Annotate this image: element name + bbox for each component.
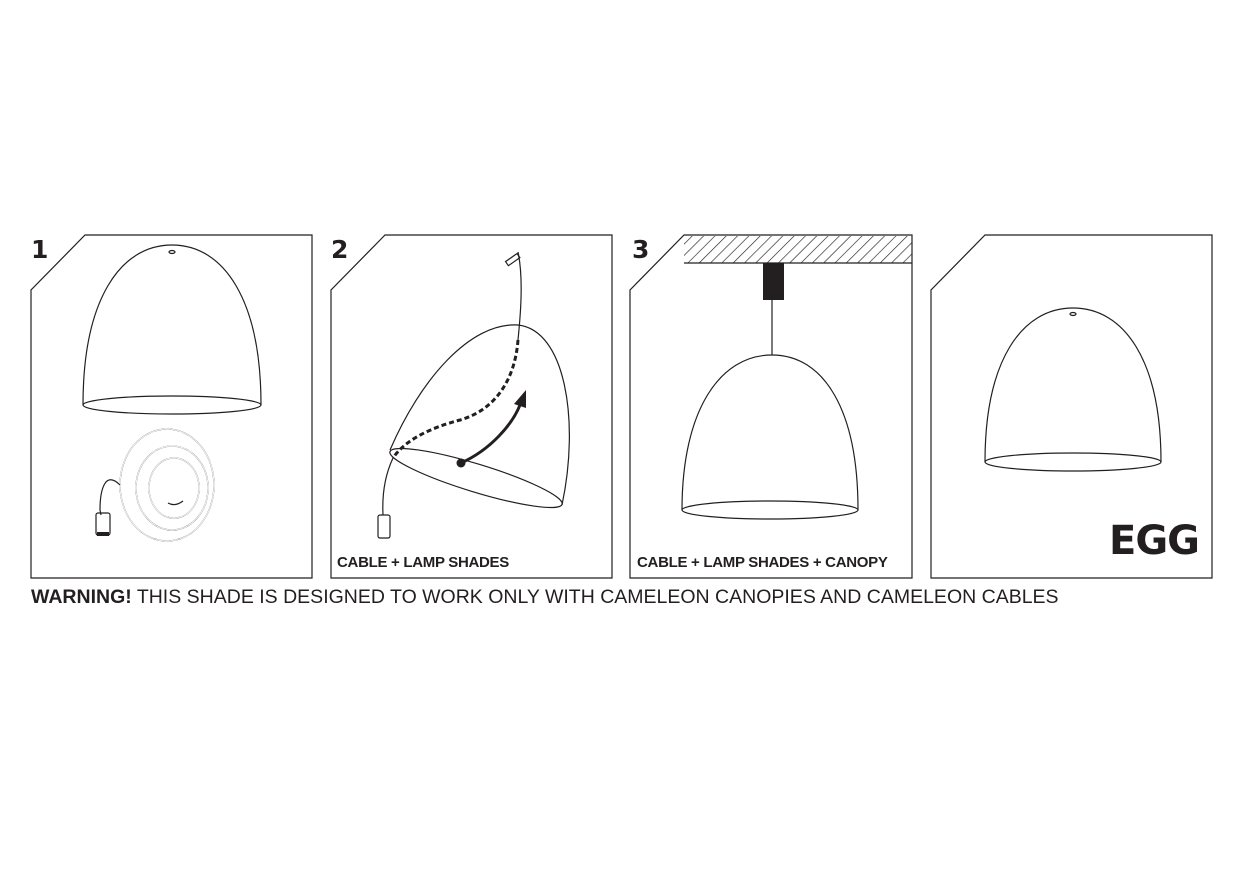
cable-threading-icon bbox=[377, 251, 522, 539]
step-number: 2 bbox=[331, 235, 348, 264]
panel-frame bbox=[629, 234, 913, 579]
panel-frame bbox=[930, 234, 1213, 579]
step-caption: CABLE + LAMP SHADES + CANOPY bbox=[637, 554, 888, 571]
panel-frame bbox=[30, 234, 313, 579]
warning-message: THIS SHADE IS DESIGNED TO WORK ONLY WITH… bbox=[131, 586, 1059, 608]
tilted-lamp-shade-icon bbox=[389, 324, 570, 509]
arrow-icon bbox=[456, 390, 526, 468]
warning-text: WARNING! THIS SHADE IS DESIGNED TO WORK … bbox=[31, 586, 1059, 609]
panel-step-1: 1 bbox=[30, 234, 313, 579]
product-name: EGG bbox=[1109, 518, 1199, 564]
lamp-shade-icon bbox=[82, 244, 262, 415]
panel-frame bbox=[330, 234, 613, 579]
step-number: 1 bbox=[31, 235, 48, 264]
panel-product: EGG bbox=[930, 234, 1213, 579]
panel-step-3: 3 CABLE + LAMP SHADES + CANOPY bbox=[629, 234, 913, 579]
canopy-icon bbox=[763, 263, 784, 300]
lamp-shade-icon bbox=[984, 307, 1162, 472]
panel-step-2: 2 CABLE + LAMP SHADES bbox=[330, 234, 613, 579]
ceiling-hatch bbox=[684, 236, 912, 263]
step-number: 3 bbox=[632, 235, 649, 264]
step-caption: CABLE + LAMP SHADES bbox=[337, 554, 509, 571]
warning-label: WARNING! bbox=[31, 586, 132, 608]
hanging-lamp-shade-icon bbox=[681, 354, 859, 520]
coiled-cable-icon bbox=[95, 428, 215, 542]
